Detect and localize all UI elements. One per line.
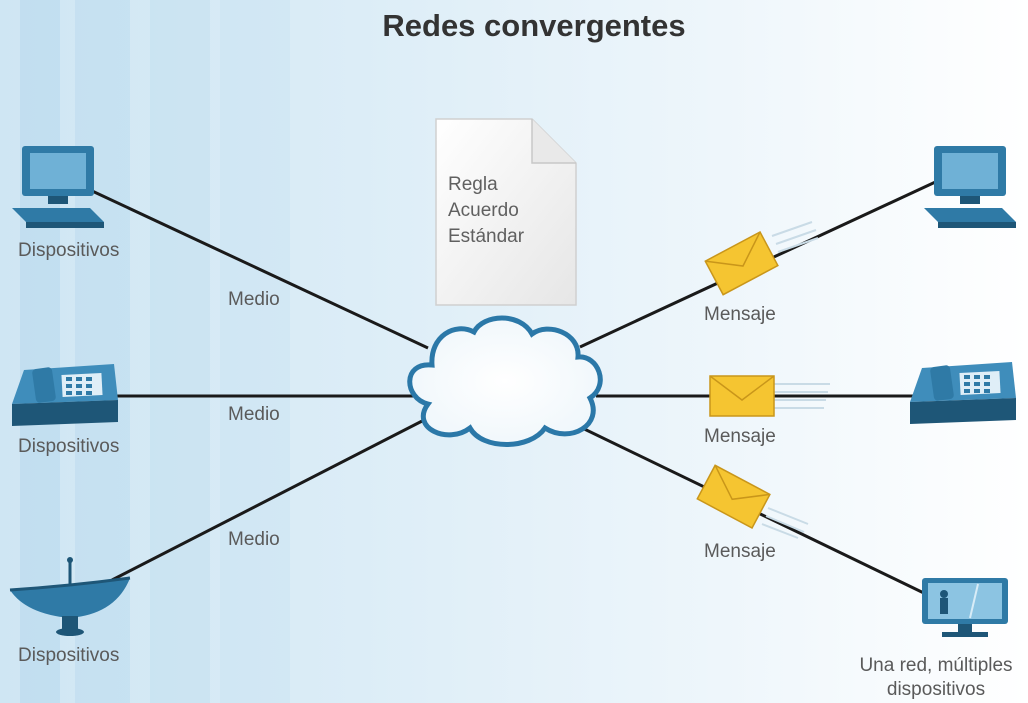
- link-line-left-3: [111, 416, 429, 582]
- document-icon: [435, 118, 577, 306]
- envelope-icon: [709, 375, 830, 417]
- computer-icon: [12, 146, 104, 228]
- link-label-mensaje-2: Mensaje: [704, 426, 776, 447]
- device-label-computer: Dispositivos: [18, 240, 120, 261]
- link-label-mensaje-3: Mensaje: [704, 541, 776, 562]
- right-caption-line-2: dispositivos: [886, 679, 986, 700]
- diagram-title: Redes convergentes: [382, 8, 686, 43]
- envelope-icon: [704, 221, 819, 296]
- document-line-3: Estándar: [448, 226, 525, 247]
- link-line-left-1: [89, 188, 429, 350]
- link-label-medio-3: Medio: [228, 529, 280, 550]
- computer-icon: [924, 146, 1016, 228]
- satellite-dish-icon: [9, 557, 131, 636]
- telephone-icon: [12, 364, 118, 426]
- document-line-2: Acuerdo: [448, 200, 519, 221]
- link-label-mensaje-1: Mensaje: [704, 304, 776, 325]
- document-line-1: Regla: [448, 174, 498, 195]
- right-caption-line-1: Una red, múltiples: [859, 655, 1013, 676]
- background-stripe: [220, 0, 290, 703]
- document-text: Regla Acuerdo Estándar: [448, 172, 524, 250]
- link-label-medio-2: Medio: [228, 404, 280, 425]
- telephone-icon: [910, 362, 1016, 424]
- background-stripe: [150, 0, 210, 703]
- device-label-dish: Dispositivos: [18, 645, 120, 666]
- television-icon: [922, 578, 1008, 637]
- device-label-telephone: Dispositivos: [18, 436, 120, 457]
- link-label-medio-1: Medio: [228, 289, 280, 310]
- envelope-icon: [696, 464, 809, 539]
